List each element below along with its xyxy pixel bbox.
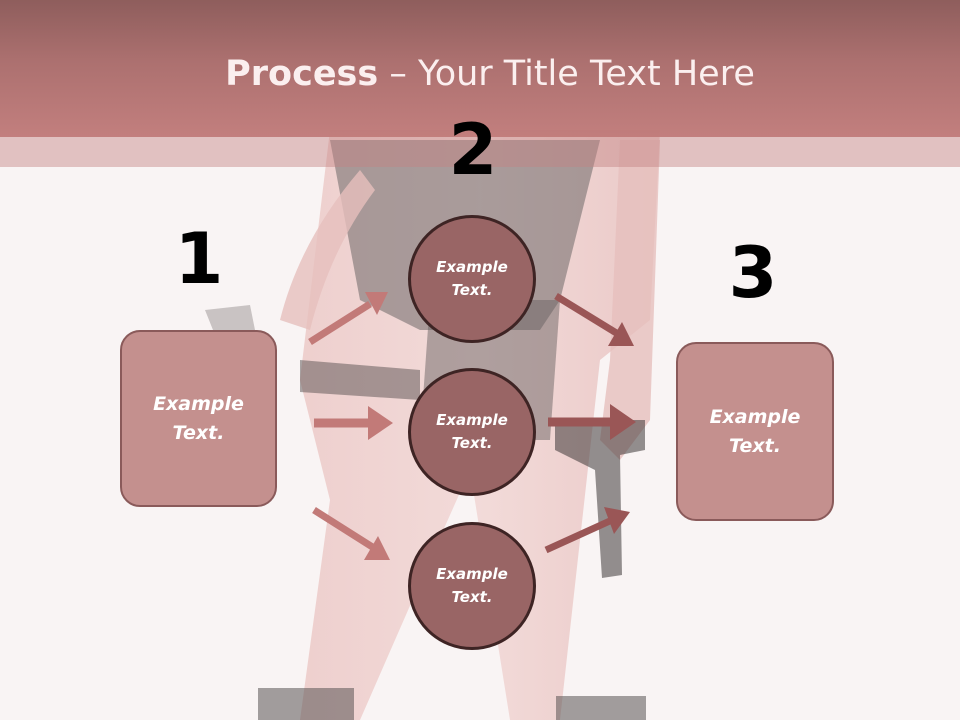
arrow-right-up [544,516,614,554]
arrow-left-up-head [365,292,388,315]
header-underline [0,137,960,167]
header-band [0,0,960,137]
step-number-3: 3 [728,232,778,314]
process-circle-bottom[interactable]: Example Text. [408,522,536,650]
process-circle-top[interactable]: Example Text. [408,215,536,343]
right-text-box[interactable]: Example Text. [676,342,834,521]
title-rest: – Your Title Text Here [378,54,755,94]
step-number-1: 1 [174,218,224,300]
arrow-left-up [308,301,372,345]
title-bold: Process [225,54,379,94]
arrow-left-down-head [364,536,390,560]
arrow-right-down [554,293,620,337]
arrow-right-up-head [604,507,630,534]
left-text-box[interactable]: Example Text. [120,330,277,507]
arrow-right-down-head [608,322,634,346]
step-number-2: 2 [448,109,498,191]
arrow-left-mid-head [368,406,393,440]
arrow-left-down [312,507,376,551]
arrow-right-mid-head [610,404,636,440]
process-circle-middle[interactable]: Example Text. [408,368,536,496]
slide-title[interactable]: Process – Your Title Text Here [0,52,960,96]
